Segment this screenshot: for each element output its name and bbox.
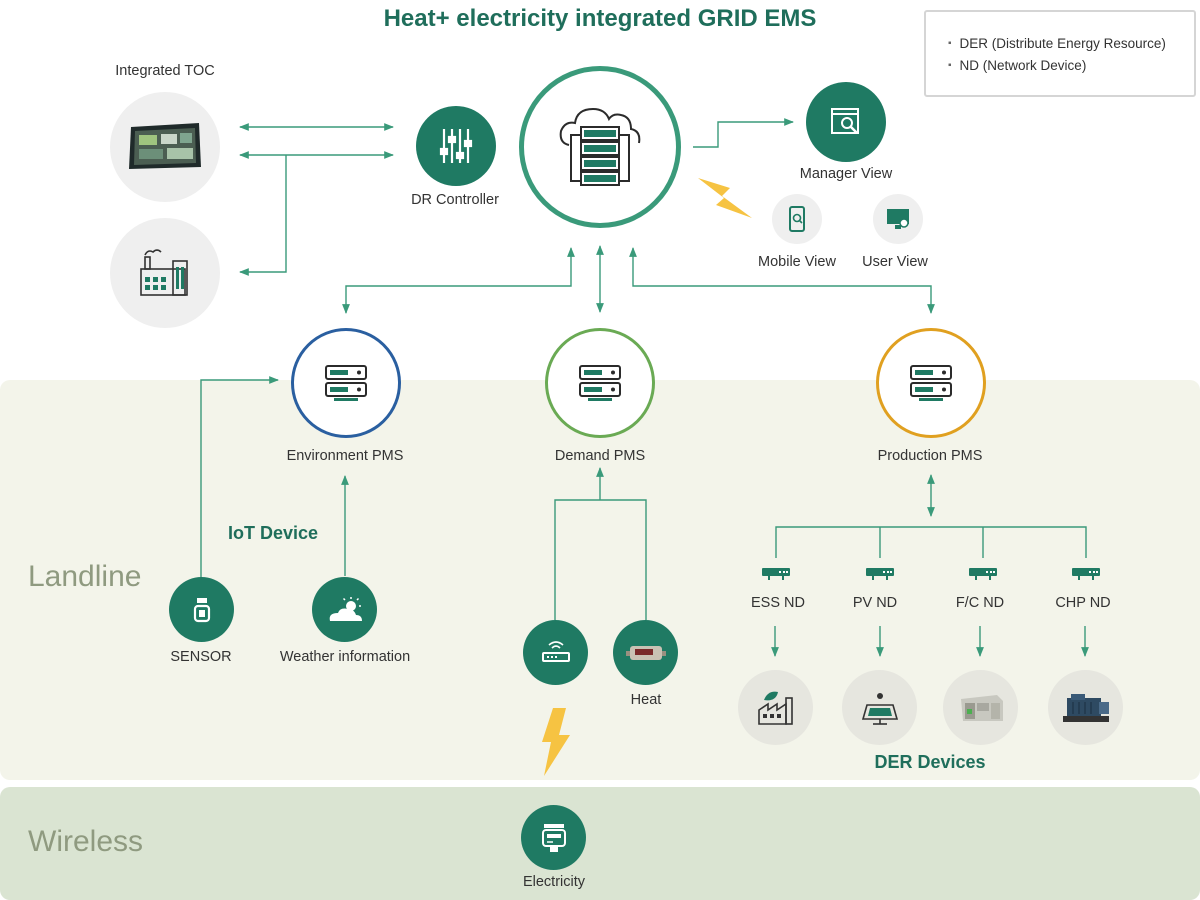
window-search-icon	[831, 108, 859, 134]
chp-nd-label: CHP ND	[1055, 595, 1111, 611]
cloud-server-node[interactable]	[519, 66, 681, 228]
ess-nd-label: ESS ND	[751, 595, 805, 611]
heat-meter-icon	[625, 645, 666, 660]
legend-item-nd: ND (Network Device)	[948, 56, 1194, 78]
sensor-node[interactable]	[169, 577, 234, 642]
router-icon	[541, 640, 570, 662]
integrated-toc-label: Integrated TOC	[115, 63, 215, 79]
manager-view-node[interactable]	[806, 82, 886, 162]
nd-device-icon-chp	[1071, 565, 1101, 586]
dr-controller-node[interactable]	[416, 106, 496, 186]
integrated-toc-node[interactable]	[110, 92, 220, 202]
demand-pms-node[interactable]	[545, 328, 655, 438]
wireless-label: Wireless	[28, 825, 144, 858]
production-pms-label: Production PMS	[877, 448, 983, 464]
fuel-cell-unit-icon	[960, 694, 1003, 721]
heat-label: Heat	[630, 692, 662, 708]
wireless-bolt-bottom	[542, 708, 570, 776]
diagram-title: Heat+ electricity integrated GRID EMS	[383, 5, 817, 32]
electric-meter-icon	[541, 823, 566, 852]
ess-device-node[interactable]	[738, 670, 813, 745]
factory-node[interactable]	[110, 218, 220, 328]
sliders-icon	[439, 129, 473, 163]
user-view-label: User View	[862, 254, 928, 270]
fc-nd-label: F/C ND	[955, 595, 1005, 611]
network-device-icon	[1072, 568, 1100, 580]
sensor-label: SENSOR	[170, 649, 232, 665]
wireless-zone	[0, 787, 1200, 900]
factory-icon	[140, 249, 188, 296]
pv-device-node[interactable]	[842, 670, 917, 745]
network-device-icon	[969, 568, 997, 580]
mobile-view-node[interactable]	[772, 194, 822, 244]
pv-nd-label: PV ND	[852, 595, 898, 611]
chp-generator-icon	[1062, 693, 1109, 722]
electricity-meter-node[interactable]	[521, 805, 586, 870]
nd-device-icon-ess	[761, 565, 791, 586]
user-view-node[interactable]	[873, 194, 923, 244]
server-rack-icon	[910, 365, 952, 401]
environment-pms-node[interactable]	[291, 328, 401, 438]
manager-view-label: Manager View	[799, 166, 893, 182]
chp-device-node[interactable]	[1048, 670, 1123, 745]
iot-device-label: IoT Device	[227, 523, 319, 543]
ess-building-icon	[757, 691, 793, 725]
router-node[interactable]	[523, 620, 588, 685]
network-device-icon	[762, 568, 790, 580]
fc-device-node[interactable]	[943, 670, 1018, 745]
production-pms-node[interactable]	[876, 328, 986, 438]
demand-pms-label: Demand PMS	[554, 448, 646, 464]
weather-label: Weather information	[279, 649, 411, 665]
server-rack-icon	[579, 365, 621, 401]
mobile-view-label: Mobile View	[758, 254, 836, 270]
nd-device-icon-fc	[968, 565, 998, 586]
monitor-user-icon	[887, 209, 909, 229]
server-rack-icon	[325, 365, 367, 401]
wireless-bolt-top	[698, 178, 752, 218]
mobile-phone-icon	[789, 206, 805, 232]
solar-panel-icon	[861, 692, 898, 725]
legend-item-der: DER (Distribute Energy Resource)	[948, 34, 1194, 56]
weather-node[interactable]	[312, 577, 377, 642]
dr-controller-label: DR Controller	[411, 192, 499, 208]
sensor-icon	[193, 597, 210, 622]
electricity-label: Electricity	[522, 874, 586, 890]
cloud-server-icon	[559, 107, 641, 186]
environment-pms-label: Environment PMS	[286, 448, 404, 464]
nd-device-icon-pv	[865, 565, 895, 586]
monitor-wall-icon	[129, 123, 201, 169]
landline-label: Landline	[28, 560, 142, 593]
network-device-icon	[866, 568, 894, 580]
weather-sun-cloud-icon	[329, 596, 362, 621]
der-devices-label: DER Devices	[874, 752, 986, 772]
legend: DER (Distribute Energy Resource) ND (Net…	[924, 10, 1196, 97]
heat-meter-node[interactable]	[613, 620, 678, 685]
